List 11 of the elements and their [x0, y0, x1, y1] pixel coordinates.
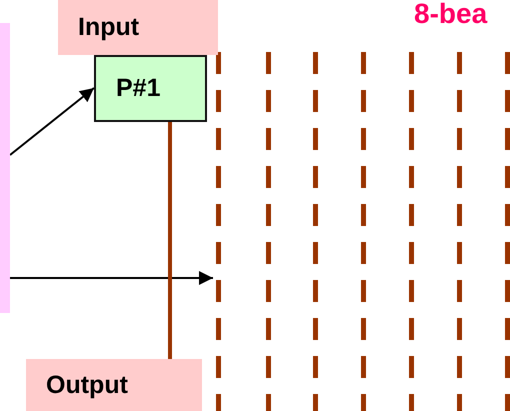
label-box [26, 359, 202, 411]
arrow [9, 87, 95, 156]
process-box [94, 55, 207, 122]
connector-line [168, 122, 172, 359]
arrow [10, 271, 213, 285]
node-label: P#1 [116, 74, 160, 103]
node-label: Input [78, 13, 140, 42]
title: 8-bea [414, 0, 488, 30]
side-panel [0, 23, 10, 313]
label-box [58, 0, 218, 55]
node-label: Output [46, 370, 128, 400]
